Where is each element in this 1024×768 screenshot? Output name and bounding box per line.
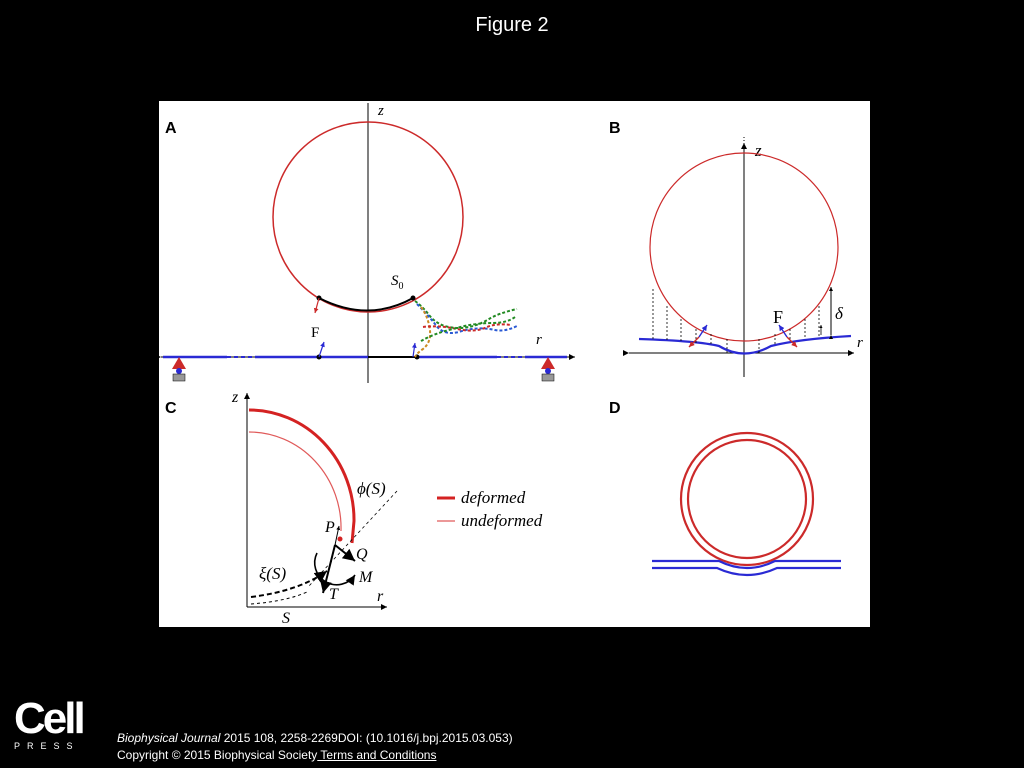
panel-c-z-label: z bbox=[231, 389, 239, 406]
panel-b-arrow-blue-left bbox=[698, 324, 708, 338]
panel-d-vesicle-outer bbox=[679, 431, 815, 567]
panel-b-label: B bbox=[609, 120, 621, 137]
copyright: Copyright © 2015 Biophysical Society Ter… bbox=[117, 748, 436, 762]
panel-c-q-arrow bbox=[334, 544, 356, 562]
panel-a-force-label: F bbox=[311, 325, 319, 341]
panel-c-m-arc bbox=[313, 552, 356, 586]
panel-c-p-label: P bbox=[324, 519, 335, 536]
panel-b: B z r δ F bbox=[609, 120, 863, 377]
panel-c-label: C bbox=[165, 400, 177, 417]
panel-d: D bbox=[609, 400, 841, 577]
panel-a-linkers bbox=[414, 300, 518, 358]
panel-a-contact-arrow bbox=[411, 342, 417, 358]
panel-a-z-label: z bbox=[377, 103, 384, 119]
panel-b-arrow-blue-right bbox=[778, 324, 788, 338]
panel-c-t-arrow bbox=[320, 544, 336, 594]
logo-sub: PRESS bbox=[14, 741, 80, 751]
figure-drawing: A z r bbox=[159, 103, 863, 627]
panel-b-z-label: z bbox=[754, 141, 762, 160]
panel-c-t-label: T bbox=[329, 586, 339, 603]
panel-c-phi-label: ϕ(S) bbox=[357, 479, 386, 498]
citation-journal: Biophysical Journal bbox=[117, 731, 221, 745]
cell-press-logo: Cell PRESS bbox=[14, 694, 86, 752]
panel-d-substrate-top bbox=[652, 559, 841, 570]
panel-d-substrate-bottom bbox=[652, 566, 841, 577]
panel-a-vesicle bbox=[272, 121, 464, 313]
panel-b-arrow-red-right bbox=[786, 336, 798, 348]
panel-c-deformed-curve bbox=[248, 408, 356, 544]
panel-c-s-label: S bbox=[282, 610, 290, 627]
figure-image: A z r bbox=[159, 101, 870, 627]
panel-a-support-left bbox=[172, 357, 186, 382]
panel-c-point bbox=[337, 536, 343, 542]
panel-a-adhesion-segment bbox=[318, 297, 414, 312]
panel-c-r-label: r bbox=[377, 588, 384, 605]
panel-a-force-arrow-red bbox=[313, 297, 320, 314]
panel-b-delta-label: δ bbox=[835, 304, 844, 323]
panel-d-label: D bbox=[609, 400, 621, 417]
panel-b-substrate bbox=[638, 334, 852, 355]
citation: Biophysical Journal 2015 108, 2258-2269D… bbox=[117, 731, 513, 745]
panel-b-r-label: r bbox=[857, 335, 863, 351]
terms-link[interactable]: Terms and Conditions bbox=[317, 748, 437, 762]
panel-a-node bbox=[410, 295, 416, 301]
panel-a: A z r bbox=[159, 103, 575, 383]
panel-a-node bbox=[316, 354, 322, 360]
panel-b-arrow-red-left bbox=[688, 336, 700, 348]
panel-c: C z r ϕ(S) P Q M T ξ(S) S deformed bbox=[165, 389, 543, 627]
panel-a-support-right bbox=[541, 357, 555, 382]
panel-c-xi-curve bbox=[250, 570, 328, 598]
panel-a-force-arrow-blue bbox=[318, 341, 325, 358]
panel-c-p-arrow bbox=[334, 525, 341, 546]
panel-c-legend-deformed: deformed bbox=[461, 488, 526, 507]
panel-c-q-label: Q bbox=[356, 546, 368, 563]
copyright-text: Copyright © 2015 Biophysical Society bbox=[117, 748, 318, 762]
panel-a-r-label: r bbox=[536, 332, 542, 348]
panel-c-m-label: M bbox=[358, 569, 374, 586]
panel-a-s0-label: S0 bbox=[391, 273, 404, 292]
panel-c-legend-undeformed: undeformed bbox=[461, 511, 543, 530]
citation-details: 2015 108, 2258-2269DOI: (10.1016/j.bpj.2… bbox=[220, 731, 513, 745]
panel-a-label: A bbox=[165, 120, 177, 137]
slide-title: Figure 2 bbox=[475, 14, 549, 36]
panel-b-force-label: F bbox=[773, 307, 783, 327]
panel-c-xi-label: ξ(S) bbox=[259, 564, 286, 583]
panel-d-vesicle-inner bbox=[686, 438, 808, 560]
panel-c-undeformed-curve bbox=[248, 431, 342, 532]
logo-main: Cell bbox=[14, 694, 86, 743]
panel-b-springs bbox=[652, 289, 820, 353]
panel-c-s-curve bbox=[250, 590, 310, 605]
panel-b-vesicle bbox=[649, 152, 839, 342]
